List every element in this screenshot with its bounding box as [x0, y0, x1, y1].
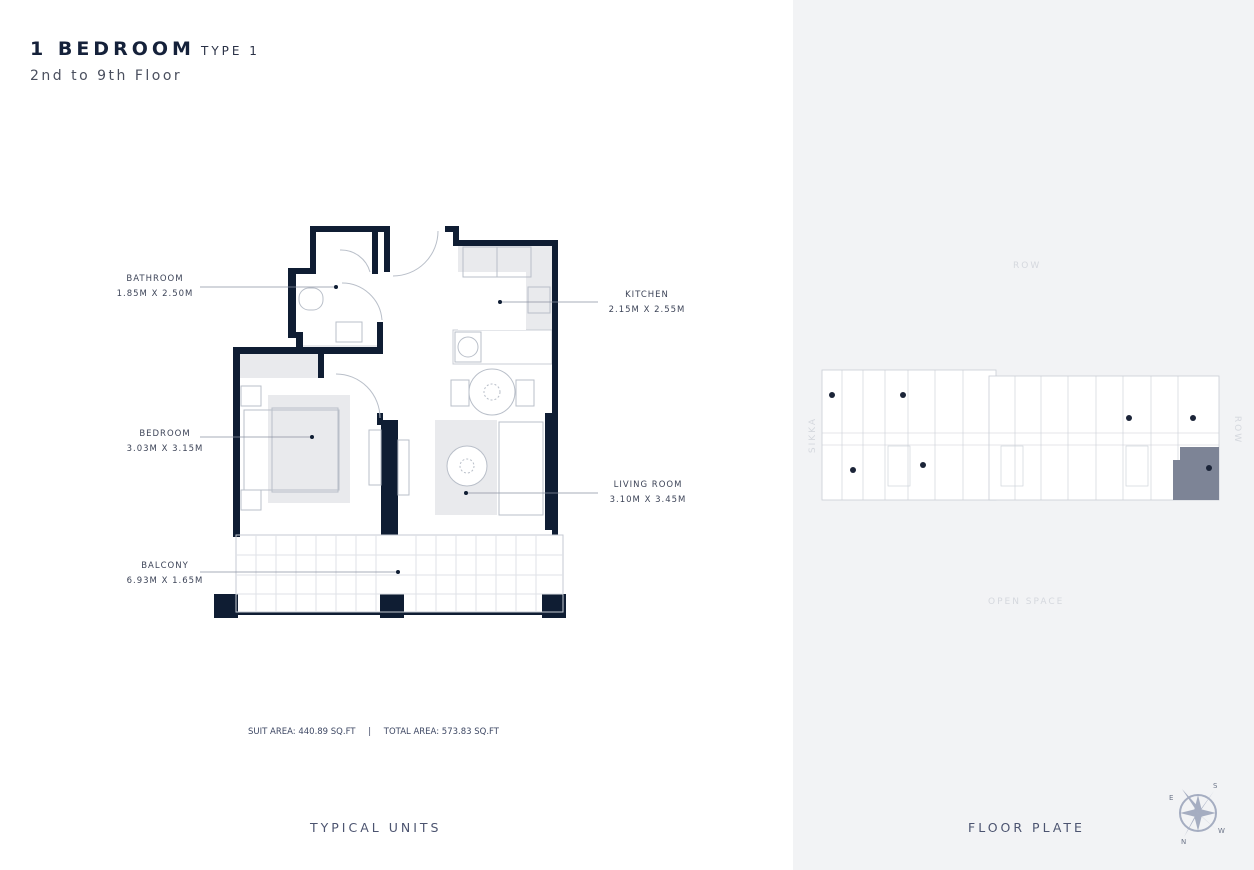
leader-lines — [200, 286, 598, 573]
room-size: 3.10M X 3.45M — [609, 495, 687, 505]
suit-area: SUIT AREA: 440.89 SQ.FT — [248, 727, 356, 737]
room-label-kitchen: KITCHEN 2.15M X 2.55M — [596, 288, 698, 318]
room-label-balcony: BALCONY 6.93M X 1.65M — [110, 559, 220, 589]
room-size: 1.85M X 2.50M — [116, 289, 194, 299]
separator: | — [368, 727, 372, 737]
unit-floor-plan — [200, 226, 598, 618]
walls — [214, 226, 566, 618]
compass-s: S — [1213, 782, 1218, 790]
label-bottom: OPEN SPACE — [988, 597, 1065, 607]
room-size: 2.15M X 2.55M — [608, 305, 686, 315]
label-top: ROW — [1013, 261, 1042, 271]
room-size: 3.03M X 3.15M — [126, 444, 204, 454]
room-label-living: LIVING ROOM 3.10M X 3.45M — [596, 478, 700, 508]
compass-n: N — [1181, 838, 1187, 846]
room-name: LIVING ROOM — [613, 480, 683, 490]
room-name: BEDROOM — [139, 429, 191, 439]
highlighted-unit — [1180, 447, 1219, 500]
area-summary: SUIT AREA: 440.89 SQ.FT | TOTAL AREA: 57… — [248, 727, 499, 737]
unit-title: 1 BEDROOM — [30, 38, 195, 60]
floor-plate-caption: FLOOR PLATE — [968, 820, 1085, 835]
compass-rose-icon — [1179, 789, 1218, 837]
floor-range: 2nd to 9th Floor — [30, 68, 183, 84]
total-area: TOTAL AREA: 573.83 SQ.FT — [383, 727, 499, 737]
room-name: BALCONY — [141, 561, 189, 571]
compass-w: W — [1218, 827, 1225, 835]
room-size: 6.93M X 1.65M — [126, 576, 204, 586]
floor-plate-diagram — [821, 369, 1220, 501]
balcony-tiles — [236, 535, 563, 612]
compass-e: E — [1169, 794, 1174, 802]
floor-plate-panel: ROW ROW SIKKA OPEN SPACE FLOOR PLATE — [793, 0, 1254, 870]
unit-type: TYPE 1 — [201, 44, 260, 58]
room-label-bedroom: BEDROOM 3.03M X 3.15M — [110, 427, 220, 457]
typical-units-caption: TYPICAL UNITS — [310, 820, 442, 835]
room-label-bathroom: BATHROOM 1.85M X 2.50M — [100, 272, 210, 302]
room-name: BATHROOM — [126, 274, 184, 284]
room-name: KITCHEN — [625, 290, 669, 300]
